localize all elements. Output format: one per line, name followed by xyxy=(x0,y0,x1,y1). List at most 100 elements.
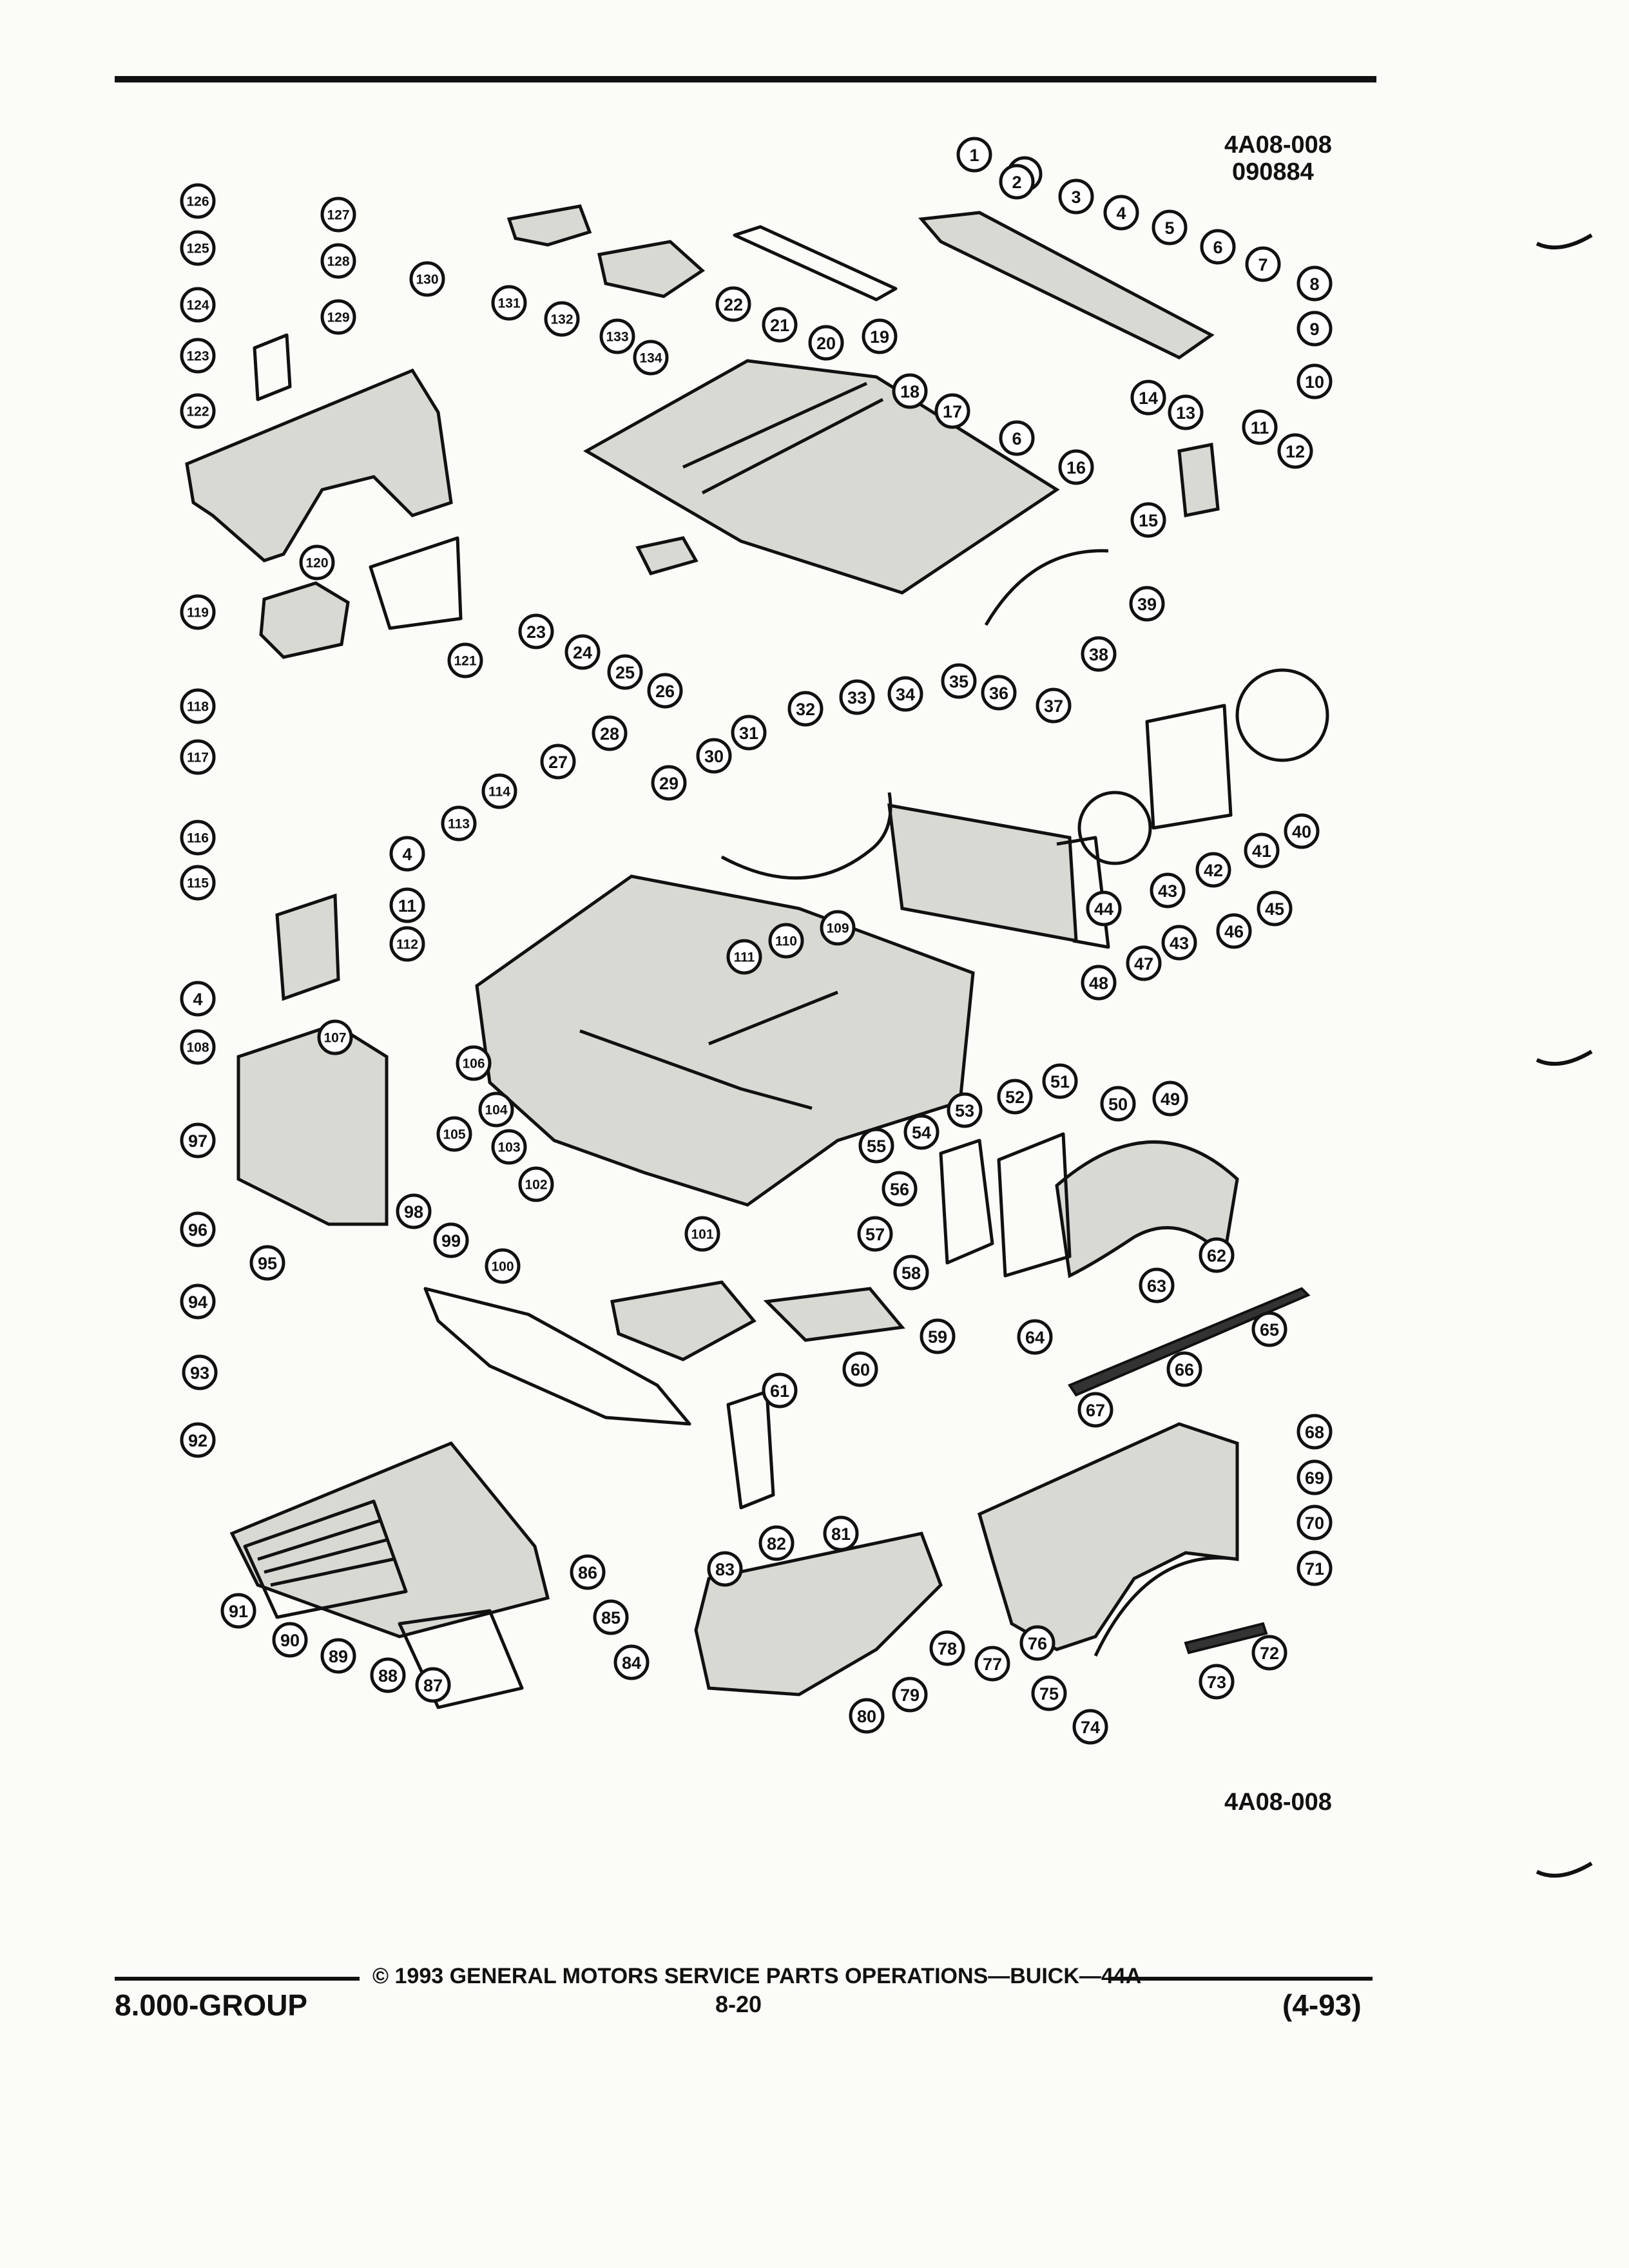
callout-number: 67 xyxy=(1086,1401,1105,1420)
callout-number: 13 xyxy=(1176,403,1195,423)
inner-fender-panel xyxy=(694,1532,943,1696)
callout-number: 69 xyxy=(1305,1468,1324,1488)
battery xyxy=(259,581,350,659)
callout-number: 6 xyxy=(1012,429,1021,448)
callout-number: 113 xyxy=(448,817,470,832)
callout-25: 25 xyxy=(607,654,643,690)
callout-30: 30 xyxy=(696,738,732,774)
callout-52: 52 xyxy=(997,1079,1033,1115)
callout-112: 112 xyxy=(389,926,425,962)
callout-86: 86 xyxy=(570,1554,606,1590)
callout-number: 31 xyxy=(739,724,758,743)
footer-rule-left xyxy=(115,1977,360,1981)
callout-number: 16 xyxy=(1066,458,1086,477)
callout-number: 65 xyxy=(1260,1320,1279,1340)
callout-94: 94 xyxy=(180,1283,216,1320)
figure-code-bottom: 4A08-008 xyxy=(1224,1789,1332,1816)
callout-number: 48 xyxy=(1089,974,1108,993)
callout-121: 121 xyxy=(447,642,483,678)
callout-43: 43 xyxy=(1161,925,1197,961)
callout-99: 99 xyxy=(433,1222,469,1258)
footer-rule-right xyxy=(1108,1977,1373,1981)
callout-number: 84 xyxy=(622,1653,641,1673)
callout-number: 87 xyxy=(423,1676,443,1695)
callout-38: 38 xyxy=(1081,636,1117,672)
callout-number: 107 xyxy=(323,1031,346,1046)
fan-shroud xyxy=(1145,704,1233,830)
callout-132: 132 xyxy=(544,301,580,337)
callout-10: 10 xyxy=(1296,363,1333,399)
callout-103: 103 xyxy=(491,1129,527,1165)
callout-number: 41 xyxy=(1252,841,1271,861)
callout-number: 58 xyxy=(901,1264,921,1283)
callout-84: 84 xyxy=(613,1644,650,1680)
callout-number: 93 xyxy=(190,1363,209,1383)
callout-number: 114 xyxy=(488,785,510,800)
callout-87: 87 xyxy=(415,1667,451,1703)
footer-page-number: 8-20 xyxy=(715,1991,762,2017)
callout-6: 6 xyxy=(1200,229,1236,265)
callout-number: 43 xyxy=(1170,934,1189,953)
callout-number: 59 xyxy=(928,1327,947,1347)
callout-number: 119 xyxy=(187,606,209,620)
callout-11: 11 xyxy=(389,887,425,923)
callout-62: 62 xyxy=(1199,1237,1235,1273)
callout-number: 94 xyxy=(188,1293,207,1312)
callout-number: 118 xyxy=(187,700,209,715)
callout-96: 96 xyxy=(180,1211,216,1247)
callout-number: 73 xyxy=(1207,1673,1226,1692)
callout-number: 40 xyxy=(1292,822,1311,841)
footer-group: 8.000-GROUP xyxy=(115,1988,308,2022)
callout-23: 23 xyxy=(518,613,554,649)
callout-59: 59 xyxy=(920,1318,956,1354)
callout-number: 82 xyxy=(767,1534,786,1553)
callout-129: 129 xyxy=(320,299,356,335)
callout-number: 133 xyxy=(606,330,628,345)
callout-number: 38 xyxy=(1089,645,1108,664)
callout-108: 108 xyxy=(180,1029,216,1065)
callout-number: 57 xyxy=(865,1225,885,1244)
callout-number: 33 xyxy=(847,688,867,707)
fan-blade xyxy=(1077,791,1152,865)
callout-39: 39 xyxy=(1129,586,1165,622)
callout-number: 120 xyxy=(305,556,328,571)
callout-127: 127 xyxy=(320,197,356,233)
callout-number: 76 xyxy=(1028,1634,1047,1653)
callout-73: 73 xyxy=(1199,1664,1235,1700)
callout-79: 79 xyxy=(892,1677,928,1713)
callout-number: 108 xyxy=(186,1041,209,1055)
callout-21: 21 xyxy=(762,307,798,343)
left-fender xyxy=(185,368,453,562)
callout-55: 55 xyxy=(858,1128,894,1164)
callout-number: 75 xyxy=(1039,1684,1059,1704)
top-rule xyxy=(115,76,1376,82)
callout-number: 44 xyxy=(1094,899,1113,919)
callout-number: 54 xyxy=(912,1123,931,1142)
callout-number: 92 xyxy=(188,1431,207,1450)
callout-number: 66 xyxy=(1175,1360,1194,1379)
callout-number: 9 xyxy=(1309,320,1319,339)
callout-number: 63 xyxy=(1147,1276,1166,1296)
callout-111: 111 xyxy=(726,939,762,975)
callout-82: 82 xyxy=(758,1525,795,1561)
callout-65: 65 xyxy=(1251,1311,1287,1347)
callout-number: 55 xyxy=(867,1137,886,1156)
callout-115: 115 xyxy=(180,865,216,901)
callout-80: 80 xyxy=(849,1698,885,1734)
callout-47: 47 xyxy=(1126,945,1162,981)
callout-number: 125 xyxy=(186,242,209,256)
callout-123: 123 xyxy=(180,338,216,374)
callout-number: 46 xyxy=(1224,922,1244,941)
callout-number: 4 xyxy=(193,990,202,1009)
callout-number: 29 xyxy=(659,774,679,793)
battery-tray xyxy=(369,536,463,630)
callout-number: 17 xyxy=(943,402,962,421)
callout-number: 64 xyxy=(1025,1328,1045,1347)
callout-number: 74 xyxy=(1081,1718,1100,1737)
callout-92: 92 xyxy=(180,1422,216,1458)
callout-85: 85 xyxy=(593,1599,629,1635)
callout-117: 117 xyxy=(180,739,216,775)
callout-12: 12 xyxy=(1277,433,1313,469)
